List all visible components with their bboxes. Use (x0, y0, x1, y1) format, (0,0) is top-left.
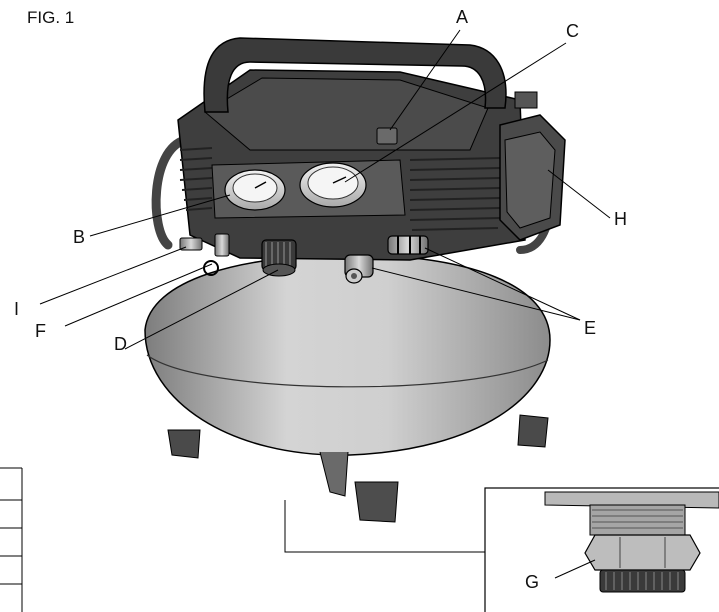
gauge-outlet-pressure (299, 162, 367, 208)
regulator-knob (261, 239, 297, 277)
drain-valve-nut (584, 534, 701, 571)
leader-c (344, 42, 567, 183)
leader-i (39, 246, 187, 305)
drain-valve-knob (599, 569, 686, 593)
callout-a: A (456, 7, 469, 27)
leader-a (389, 29, 461, 131)
callout-g: G (525, 572, 540, 592)
leader-e2 (371, 267, 581, 321)
tank-seam (146, 354, 549, 388)
tank-foot-left (167, 429, 201, 459)
detail-inset (484, 487, 719, 612)
leader-g (554, 559, 596, 579)
figure-title: FIG. 1 (27, 8, 75, 27)
carry-handle (203, 37, 507, 113)
callout-i: I (14, 299, 20, 319)
callout-c: C (566, 21, 579, 41)
quick-coupler-front (344, 254, 374, 284)
tank-leg (319, 451, 349, 497)
gauge-tank-pressure (224, 169, 286, 211)
callout-b: B (73, 227, 86, 247)
callout-e: E (584, 318, 597, 338)
partial-table (0, 467, 23, 612)
hose-left (151, 135, 190, 250)
callout-f: F (35, 321, 46, 341)
on-off-switch (376, 127, 398, 145)
safety-valve-ring (203, 260, 219, 276)
leader-d (124, 269, 279, 350)
leader-lines (39, 29, 611, 350)
leader-b (89, 194, 231, 237)
callout-d: D (114, 334, 127, 354)
power-cord-plug (514, 91, 538, 109)
quick-coupler-side (387, 235, 429, 255)
leader-e1 (424, 247, 581, 321)
leader-h (547, 169, 611, 219)
detail-connector-line (284, 500, 485, 553)
callout-h: H (614, 209, 627, 229)
tank-fitting-left (214, 233, 230, 257)
tank-foot-front (354, 481, 399, 523)
leader-f (64, 263, 213, 327)
motor-end-cover (499, 91, 566, 241)
air-tank (144, 254, 551, 523)
motor-housing (177, 69, 526, 261)
tank-foot-right (517, 414, 549, 448)
